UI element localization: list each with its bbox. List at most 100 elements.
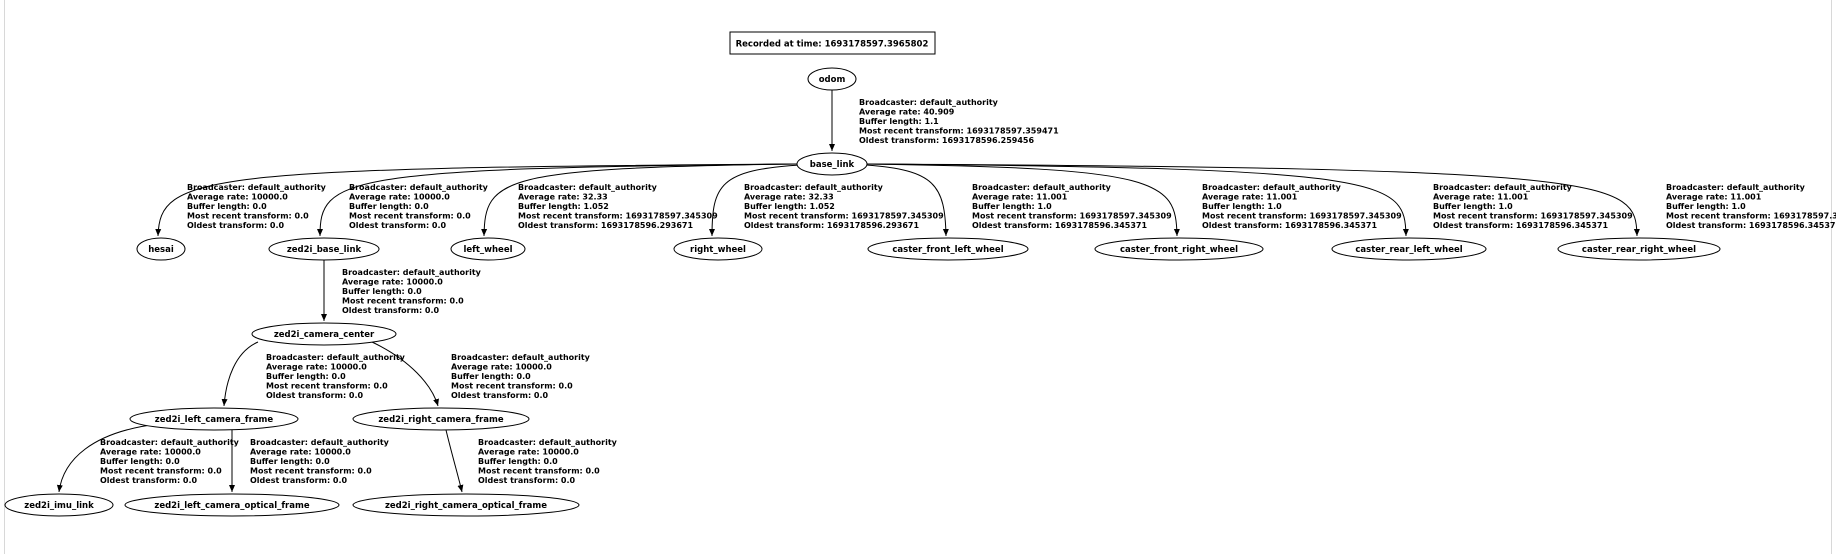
node-ellipse[interactable] xyxy=(268,237,380,261)
edge-info-line: Buffer length: 0.0 xyxy=(451,372,531,381)
edge-info-line: Oldest transform: 0.0 xyxy=(250,476,348,485)
edge-info-line: Average rate: 10000.0 xyxy=(250,448,351,457)
edge-info-line: Average rate: 10000.0 xyxy=(187,193,288,202)
edge-info-line: Buffer length: 0.0 xyxy=(250,457,330,466)
edge-info-line: Average rate: 10000.0 xyxy=(451,363,552,372)
node-label: caster_rear_right_wheel xyxy=(1582,245,1696,255)
node-ellipse[interactable] xyxy=(4,493,114,517)
frame-left-border xyxy=(4,0,5,554)
node-zed2i-right-camera-optical-frame[interactable]: zed2i_right_camera_optical_frame xyxy=(352,493,580,517)
node-ellipse[interactable] xyxy=(867,237,1029,261)
edge-info-line: Broadcaster: default_authority xyxy=(744,183,884,192)
edge-info-line: Average rate: 32.33 xyxy=(744,193,834,202)
edge-info-line: Oldest transform: 0.0 xyxy=(342,306,440,315)
node-zed2i-left-camera-frame[interactable]: zed2i_left_camera_frame xyxy=(129,407,299,431)
node-zed2i-imu-link[interactable]: zed2i_imu_link xyxy=(4,493,114,517)
edge-info-line: Oldest transform: 0.0 xyxy=(451,391,549,400)
edge-info-line: Average rate: 32.33 xyxy=(518,193,608,202)
edge-info-line: Average rate: 10000.0 xyxy=(349,193,450,202)
edge-info-line: Average rate: 10000.0 xyxy=(342,278,443,287)
node-label: base_link xyxy=(810,160,855,170)
node-left-wheel[interactable]: left_wheel xyxy=(450,237,526,261)
node-zed2i-right-camera-frame[interactable]: zed2i_right_camera_frame xyxy=(352,407,530,431)
node-base-link[interactable]: base_link xyxy=(796,152,868,176)
node-ellipse[interactable] xyxy=(352,493,580,517)
edge-info-line: Buffer length: 0.0 xyxy=(266,372,346,381)
edge-info-line: Most recent transform: 0.0 xyxy=(250,467,372,476)
edge-info-line: Most recent transform: 0.0 xyxy=(266,382,388,391)
edge-info-line: Broadcaster: default_authority xyxy=(478,438,618,447)
node-label: caster_rear_left_wheel xyxy=(1355,245,1462,255)
node-zed2i-base-link[interactable]: zed2i_base_link xyxy=(268,237,380,261)
node-ellipse[interactable] xyxy=(450,237,526,261)
node-right-wheel[interactable]: right_wheel xyxy=(673,237,763,261)
edge-info-line: Most recent transform: 1693178597.345309 xyxy=(1433,212,1633,221)
edge-arrow xyxy=(317,163,798,237)
edge-info-line: Broadcaster: default_authority xyxy=(100,438,240,447)
node-ellipse[interactable] xyxy=(673,237,763,261)
edge-info-line: Most recent transform: 1693178597.345309 xyxy=(1666,212,1836,221)
edge-info-line: Most recent transform: 1693178597.345309 xyxy=(744,212,944,221)
node-caster-rear-right-wheel[interactable]: caster_rear_right_wheel xyxy=(1557,237,1721,261)
edge-info-line: Oldest transform: 0.0 xyxy=(100,476,198,485)
node-zed2i-left-camera-optical-frame[interactable]: zed2i_left_camera_optical_frame xyxy=(124,493,340,517)
node-ellipse[interactable] xyxy=(1557,237,1721,261)
edge-info-line: Buffer length: 0.0 xyxy=(100,457,180,466)
edge-info-line: Broadcaster: default_authority xyxy=(518,183,658,192)
node-ellipse[interactable] xyxy=(807,67,857,91)
edge-info-line: Oldest transform: 0.0 xyxy=(266,391,364,400)
edge-info-line: Oldest transform: 0.0 xyxy=(349,221,447,230)
edge-info-line: Buffer length: 1.052 xyxy=(744,202,835,211)
node-zed2i-camera-center[interactable]: zed2i_camera_center xyxy=(251,322,397,346)
edge-info-line: Average rate: 40.909 xyxy=(859,108,955,117)
node-ellipse[interactable] xyxy=(1094,237,1264,261)
edge-info-line: Average rate: 11.001 xyxy=(1202,193,1298,202)
edge-info-line: Broadcaster: default_authority xyxy=(451,353,591,362)
edge-info-line: Broadcaster: default_authority xyxy=(349,183,489,192)
node-hesai[interactable]: hesai xyxy=(136,237,186,261)
edge-arrow xyxy=(155,163,798,237)
node-ellipse[interactable] xyxy=(251,322,397,346)
node-label: zed2i_left_camera_frame xyxy=(155,415,274,425)
edge-info-line: Buffer length: 1.0 xyxy=(1433,202,1513,211)
node-ellipse[interactable] xyxy=(129,407,299,431)
edge-info-line: Oldest transform: 1693178596.293671 xyxy=(518,221,693,230)
node-ellipse[interactable] xyxy=(124,493,340,517)
node-ellipse[interactable] xyxy=(796,152,868,176)
node-caster-rear-left-wheel[interactable]: caster_rear_left_wheel xyxy=(1331,237,1487,261)
node-caster-front-right-wheel[interactable]: caster_front_right_wheel xyxy=(1094,237,1264,261)
edge-info-line: Oldest transform: 1693178596.345371 xyxy=(1433,221,1608,230)
edge-info-line: Broadcaster: default_authority xyxy=(1202,183,1342,192)
node-odom[interactable]: odom xyxy=(807,67,857,91)
node-caster-front-left-wheel[interactable]: caster_front_left_wheel xyxy=(867,237,1029,261)
node-ellipse[interactable] xyxy=(136,237,186,261)
edge-info-line: Oldest transform: 0.0 xyxy=(187,221,285,230)
edge-info-line: Buffer length: 1.0 xyxy=(972,202,1052,211)
edge-info-line: Average rate: 10000.0 xyxy=(100,448,201,457)
edge-info-line: Most recent transform: 0.0 xyxy=(478,467,600,476)
edge-info-line: Broadcaster: default_authority xyxy=(250,438,390,447)
node-label: hesai xyxy=(148,245,174,255)
node-label: zed2i_camera_center xyxy=(274,330,375,340)
node-ellipse[interactable] xyxy=(352,407,530,431)
edge-info-line: Average rate: 10000.0 xyxy=(266,363,367,372)
node-ellipse[interactable] xyxy=(1331,237,1487,261)
edge-info-line: Broadcaster: default_authority xyxy=(1433,183,1573,192)
